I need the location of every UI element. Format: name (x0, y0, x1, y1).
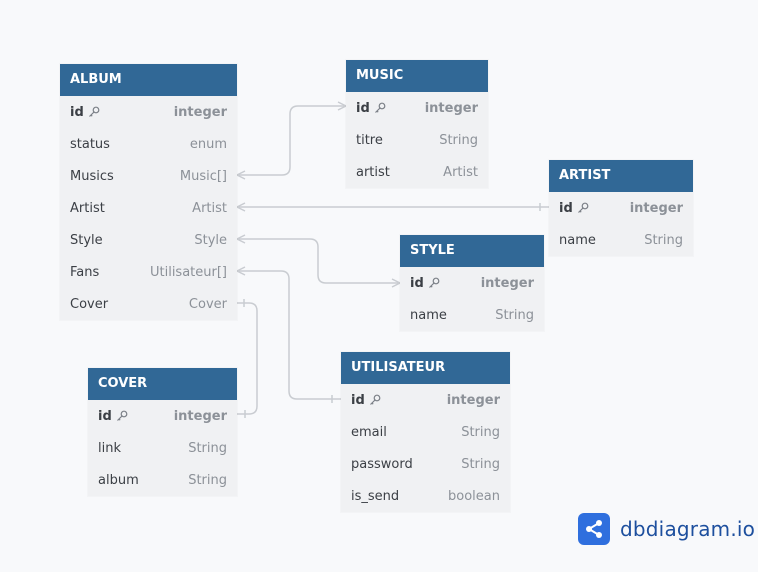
table-row: id integer (346, 92, 488, 124)
key-icon (428, 277, 440, 288)
table-utilisateur[interactable]: UTILISATEUR id integer email String pass… (341, 352, 510, 512)
column-type: Artist (443, 164, 478, 180)
relation-musics-music (237, 105, 346, 176)
column-type: Utilisateur[] (149, 264, 227, 280)
dbdiagram-logo-icon (578, 513, 610, 545)
table-album[interactable]: ALBUM id integer status enum Musics Musi… (60, 64, 237, 320)
column-type: Artist (192, 200, 227, 216)
column-type: String (495, 307, 534, 323)
key-icon (374, 102, 386, 113)
table-row: id integer (60, 96, 237, 128)
table-row: id integer (88, 400, 237, 432)
column-name: name (559, 232, 596, 248)
column-type: Cover (188, 296, 227, 312)
key-icon (88, 106, 100, 117)
column-name: link (98, 440, 121, 456)
column-type: integer (173, 408, 227, 424)
table-row: name String (400, 299, 544, 331)
column-name: is_send (351, 488, 400, 504)
many-marker (236, 202, 246, 212)
table-row: titre String (346, 124, 488, 156)
table-row: id integer (400, 267, 544, 299)
many-marker (236, 266, 246, 276)
column-type: Style (194, 232, 227, 248)
table-row: email String (341, 416, 510, 448)
table-row: artist Artist (346, 156, 488, 188)
table-header[interactable]: ARTIST (549, 160, 693, 192)
column-name: album (98, 472, 139, 488)
relation-cover-cover (237, 302, 258, 415)
column-name: password (351, 456, 413, 472)
column-type: integer (446, 392, 500, 408)
table-row: name String (549, 224, 693, 256)
column-name: artist (356, 164, 390, 180)
column-type: String (461, 424, 500, 440)
column-name: Cover (70, 296, 109, 312)
table-row: Artist Artist (60, 192, 237, 224)
many-marker (391, 278, 401, 288)
table-header[interactable]: MUSIC (346, 60, 488, 92)
key-icon (369, 394, 381, 405)
table-artist[interactable]: ARTIST id integer name String (549, 160, 693, 256)
table-row: password String (341, 448, 510, 480)
column-type: String (188, 472, 227, 488)
table-row: is_send boolean (341, 480, 510, 512)
column-name: Artist (70, 200, 105, 216)
column-name: Style (70, 232, 103, 248)
column-name: id (559, 201, 589, 216)
column-type: String (461, 456, 500, 472)
brand-watermark[interactable]: dbdiagram.io (578, 513, 755, 545)
table-row: Style Style (60, 224, 237, 256)
column-name: id (98, 409, 128, 424)
column-name: Fans (70, 264, 100, 280)
table-cover[interactable]: COVER id integer link String album Strin… (88, 368, 237, 496)
column-type: String (439, 132, 478, 148)
column-type: boolean (448, 488, 500, 504)
column-name: Musics (70, 168, 114, 184)
many-marker (236, 170, 246, 180)
column-type: Music[] (179, 168, 227, 184)
relation-fans-utilisateur (237, 270, 341, 400)
table-header[interactable]: STYLE (400, 235, 544, 267)
table-row: id integer (341, 384, 510, 416)
brand-name: dbdiagram.io (620, 517, 756, 541)
column-name: name (410, 307, 447, 323)
column-type: integer (480, 275, 534, 291)
column-name: id (70, 105, 100, 120)
column-name: id (351, 393, 381, 408)
table-header[interactable]: ALBUM (60, 64, 237, 96)
table-row: Musics Music[] (60, 160, 237, 192)
table-style[interactable]: STYLE id integer name String (400, 235, 544, 331)
table-header[interactable]: UTILISATEUR (341, 352, 510, 384)
key-icon (116, 410, 128, 421)
column-type: integer (173, 104, 227, 120)
column-type: String (644, 232, 683, 248)
table-row: status enum (60, 128, 237, 160)
table-row: id integer (549, 192, 693, 224)
column-name: email (351, 424, 387, 440)
column-name: titre (356, 132, 383, 148)
table-header[interactable]: COVER (88, 368, 237, 400)
column-type: String (188, 440, 227, 456)
relation-style-style (237, 238, 400, 284)
column-type: integer (629, 200, 683, 216)
many-marker (236, 234, 246, 244)
table-row: album String (88, 464, 237, 496)
column-name: status (70, 136, 110, 152)
table-row: Cover Cover (60, 288, 237, 320)
column-type: integer (424, 100, 478, 116)
column-name: id (410, 276, 440, 291)
table-music[interactable]: MUSIC id integer titre String artist Art… (346, 60, 488, 188)
column-name: id (356, 101, 386, 116)
key-icon (577, 202, 589, 213)
table-row: Fans Utilisateur[] (60, 256, 237, 288)
table-row: link String (88, 432, 237, 464)
column-type: enum (189, 136, 227, 152)
many-marker (337, 101, 347, 111)
